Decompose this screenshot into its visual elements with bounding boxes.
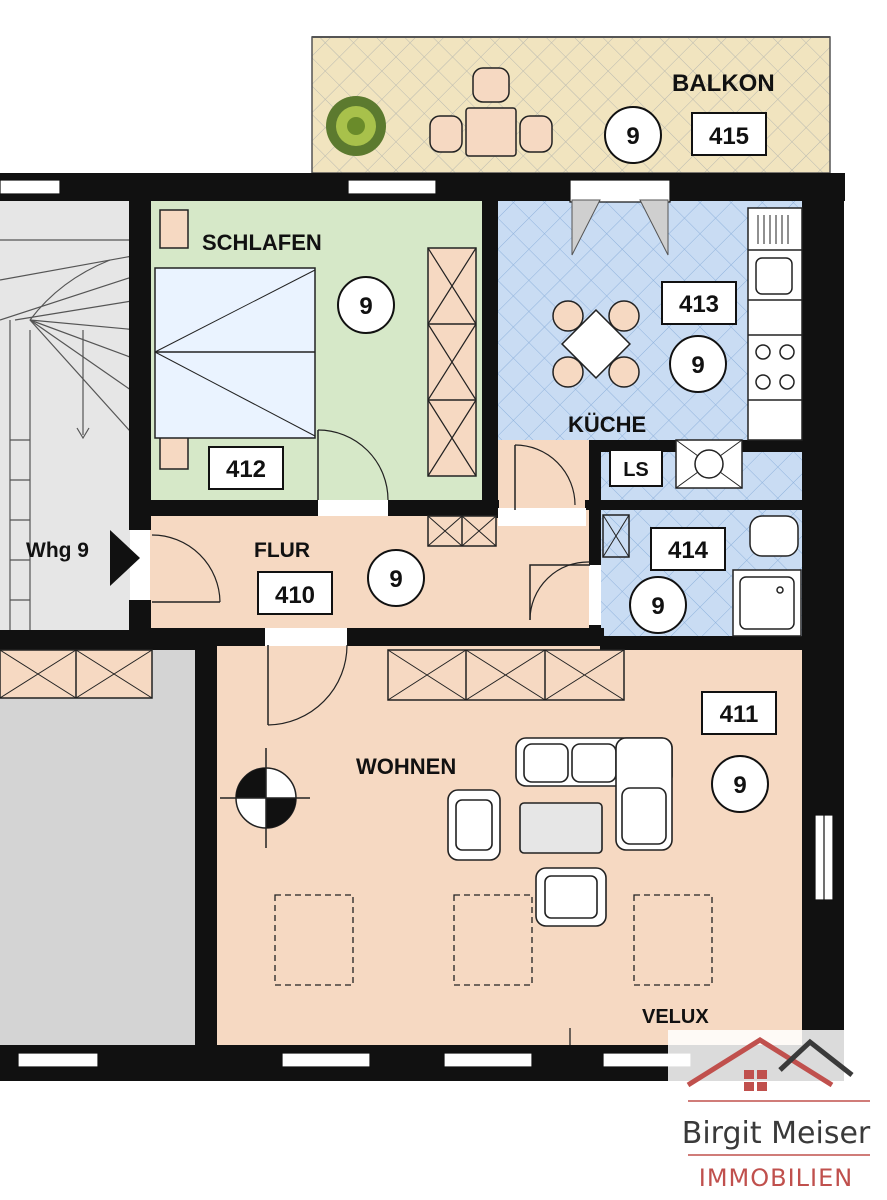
bedroom-number: 412 bbox=[226, 456, 266, 483]
kitchen-niche bbox=[497, 440, 597, 515]
hall-unit: 9 bbox=[389, 566, 402, 593]
doors bbox=[130, 429, 601, 726]
brand-logo: Birgit Meiser IMMOBILIEN bbox=[668, 1030, 887, 1200]
balcony-number: 415 bbox=[709, 123, 749, 150]
bathroom-number: 414 bbox=[668, 537, 709, 564]
bathroom-unit: 9 bbox=[651, 593, 664, 620]
bedroom-number-box: 412 bbox=[208, 446, 284, 490]
bedroom-label: SCHLAFEN bbox=[202, 230, 322, 255]
balcony-table-set bbox=[429, 67, 553, 157]
kitchen-dining-set bbox=[552, 300, 640, 388]
velux-windows bbox=[274, 894, 713, 986]
bathroom-unit-circle: 9 bbox=[629, 576, 687, 634]
hall-unit-circle: 9 bbox=[367, 549, 425, 607]
bedroom-wardrobe bbox=[427, 247, 477, 477]
kitchen-number: 413 bbox=[679, 291, 719, 318]
kitchen-unit: 9 bbox=[691, 352, 704, 379]
hall-label: FLUR bbox=[254, 539, 310, 562]
neighbor-sideboard bbox=[0, 649, 153, 699]
balcony-label: BALKON bbox=[672, 70, 775, 97]
bathroom-fixtures bbox=[602, 514, 802, 637]
velux-label: VELUX bbox=[642, 1006, 709, 1028]
kitchen-counter bbox=[747, 207, 803, 441]
living-sideboard bbox=[387, 649, 625, 701]
bathroom-number-box: 414 bbox=[650, 527, 726, 571]
bedroom-unit: 9 bbox=[359, 293, 372, 320]
kitchen-unit-circle: 9 bbox=[669, 335, 727, 393]
balcony-door bbox=[569, 179, 671, 256]
boiler bbox=[675, 439, 743, 489]
chimney-icon bbox=[220, 748, 310, 848]
living-number-box: 411 bbox=[701, 691, 777, 735]
living-number: 411 bbox=[720, 701, 759, 728]
sofa-set bbox=[447, 737, 673, 927]
living-label: WOHNEN bbox=[356, 754, 456, 779]
balcony-unit-circle: 9 bbox=[604, 106, 662, 164]
balcony-unit: 9 bbox=[626, 123, 639, 150]
living-unit-circle: 9 bbox=[711, 755, 769, 813]
balcony-number-box: 415 bbox=[691, 112, 767, 156]
entrance-arrow-icon bbox=[110, 530, 140, 586]
hall-wardrobe bbox=[427, 515, 497, 547]
hall-number: 410 bbox=[275, 582, 315, 609]
kitchen-label: KÜCHE bbox=[568, 412, 646, 437]
hall-number-box: 410 bbox=[257, 571, 333, 615]
living-unit: 9 bbox=[733, 772, 746, 799]
ls-label: LS bbox=[623, 459, 649, 481]
brand-subtitle: IMMOBILIEN bbox=[699, 1164, 854, 1192]
plant-icon bbox=[326, 96, 386, 156]
neighbor-area bbox=[0, 650, 195, 1045]
brand-name: Birgit Meiser bbox=[682, 1116, 871, 1151]
bedroom-unit-circle: 9 bbox=[337, 276, 395, 334]
bed bbox=[154, 209, 316, 470]
entrance-label: Whg 9 bbox=[26, 539, 89, 562]
staircase bbox=[0, 239, 139, 630]
ls-box: LS bbox=[609, 449, 663, 487]
kitchen-number-box: 413 bbox=[661, 281, 737, 325]
